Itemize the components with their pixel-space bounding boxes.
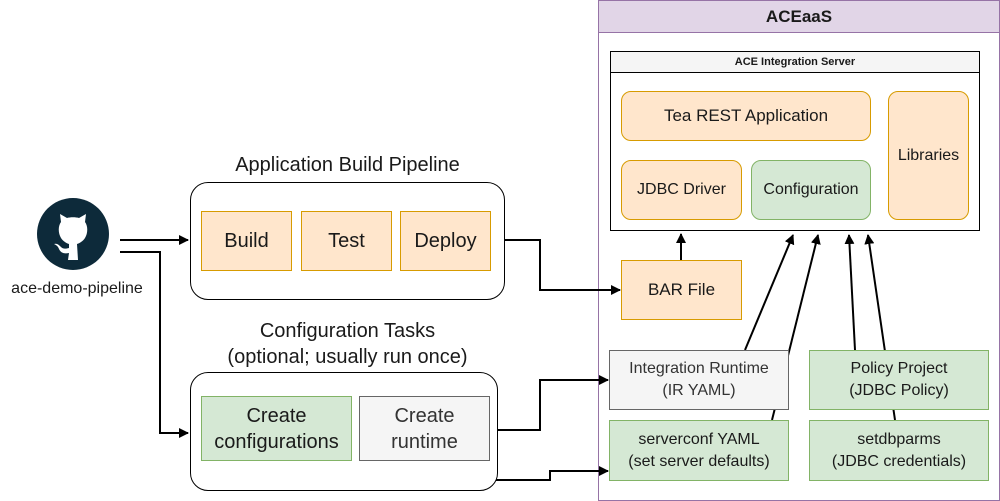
connector-ir-to-server bbox=[744, 234, 795, 351]
create-runtime-line1: Create bbox=[394, 404, 455, 427]
create-configurations-line1: Create bbox=[246, 404, 307, 427]
connector-policy-to-server bbox=[844, 234, 856, 351]
aceaas-header-bar bbox=[598, 0, 1000, 33]
config-tasks-title: Configuration Tasks (optional; usually r… bbox=[190, 318, 505, 370]
create-runtime-task[interactable]: Create runtime bbox=[359, 396, 490, 461]
build-pipeline-title: Application Build Pipeline bbox=[235, 154, 460, 176]
jdbc-driver[interactable]: JDBC Driver bbox=[621, 160, 742, 220]
bar-file[interactable]: BAR File bbox=[621, 260, 742, 320]
create-configurations-line2: configurations bbox=[214, 430, 339, 453]
policy-project[interactable]: Policy Project (JDBC Policy) bbox=[809, 350, 989, 410]
policy-project-line1: Policy Project bbox=[850, 360, 948, 377]
libraries[interactable]: Libraries bbox=[888, 91, 969, 220]
aceaas-title: ACEaaS bbox=[765, 7, 833, 26]
policy-project-line2: (JDBC Policy) bbox=[849, 382, 949, 399]
connector-source-to-config bbox=[120, 251, 189, 438]
build-step[interactable]: Build bbox=[201, 211, 292, 271]
config-tasks-title-line1: Configuration Tasks bbox=[259, 320, 436, 342]
connector-deploy-to-bar bbox=[492, 239, 621, 295]
integration-server-header: ACE Integration Server bbox=[610, 51, 980, 73]
integration-runtime[interactable]: Integration Runtime (IR YAML) bbox=[609, 350, 789, 410]
create-configurations-task[interactable]: Create configurations bbox=[201, 396, 352, 461]
tea-rest-application[interactable]: Tea REST Application bbox=[621, 91, 871, 141]
integration-runtime-line1: Integration Runtime bbox=[629, 360, 769, 377]
create-runtime-line2: runtime bbox=[391, 430, 458, 453]
deploy-step[interactable]: Deploy bbox=[400, 211, 491, 271]
serverconf-line2: (set server defaults) bbox=[628, 452, 770, 470]
configuration-component[interactable]: Configuration bbox=[751, 160, 871, 220]
setdbparms[interactable]: setdbparms (JDBC credentials) bbox=[809, 420, 989, 481]
connector-runtime-to-ir bbox=[490, 375, 609, 431]
setdbparms-line2: (JDBC credentials) bbox=[831, 452, 967, 470]
setdbparms-line1: setdbparms bbox=[857, 430, 941, 448]
test-step[interactable]: Test bbox=[301, 211, 392, 271]
serverconf-yaml[interactable]: serverconf YAML (set server defaults) bbox=[609, 420, 789, 481]
integration-runtime-line2: (IR YAML) bbox=[662, 382, 736, 399]
source-label: ace-demo-pipeline bbox=[11, 280, 143, 297]
github-icon bbox=[37, 198, 109, 270]
config-tasks-title-line2: (optional; usually run once) bbox=[227, 346, 468, 368]
serverconf-line1: serverconf YAML bbox=[638, 430, 760, 448]
